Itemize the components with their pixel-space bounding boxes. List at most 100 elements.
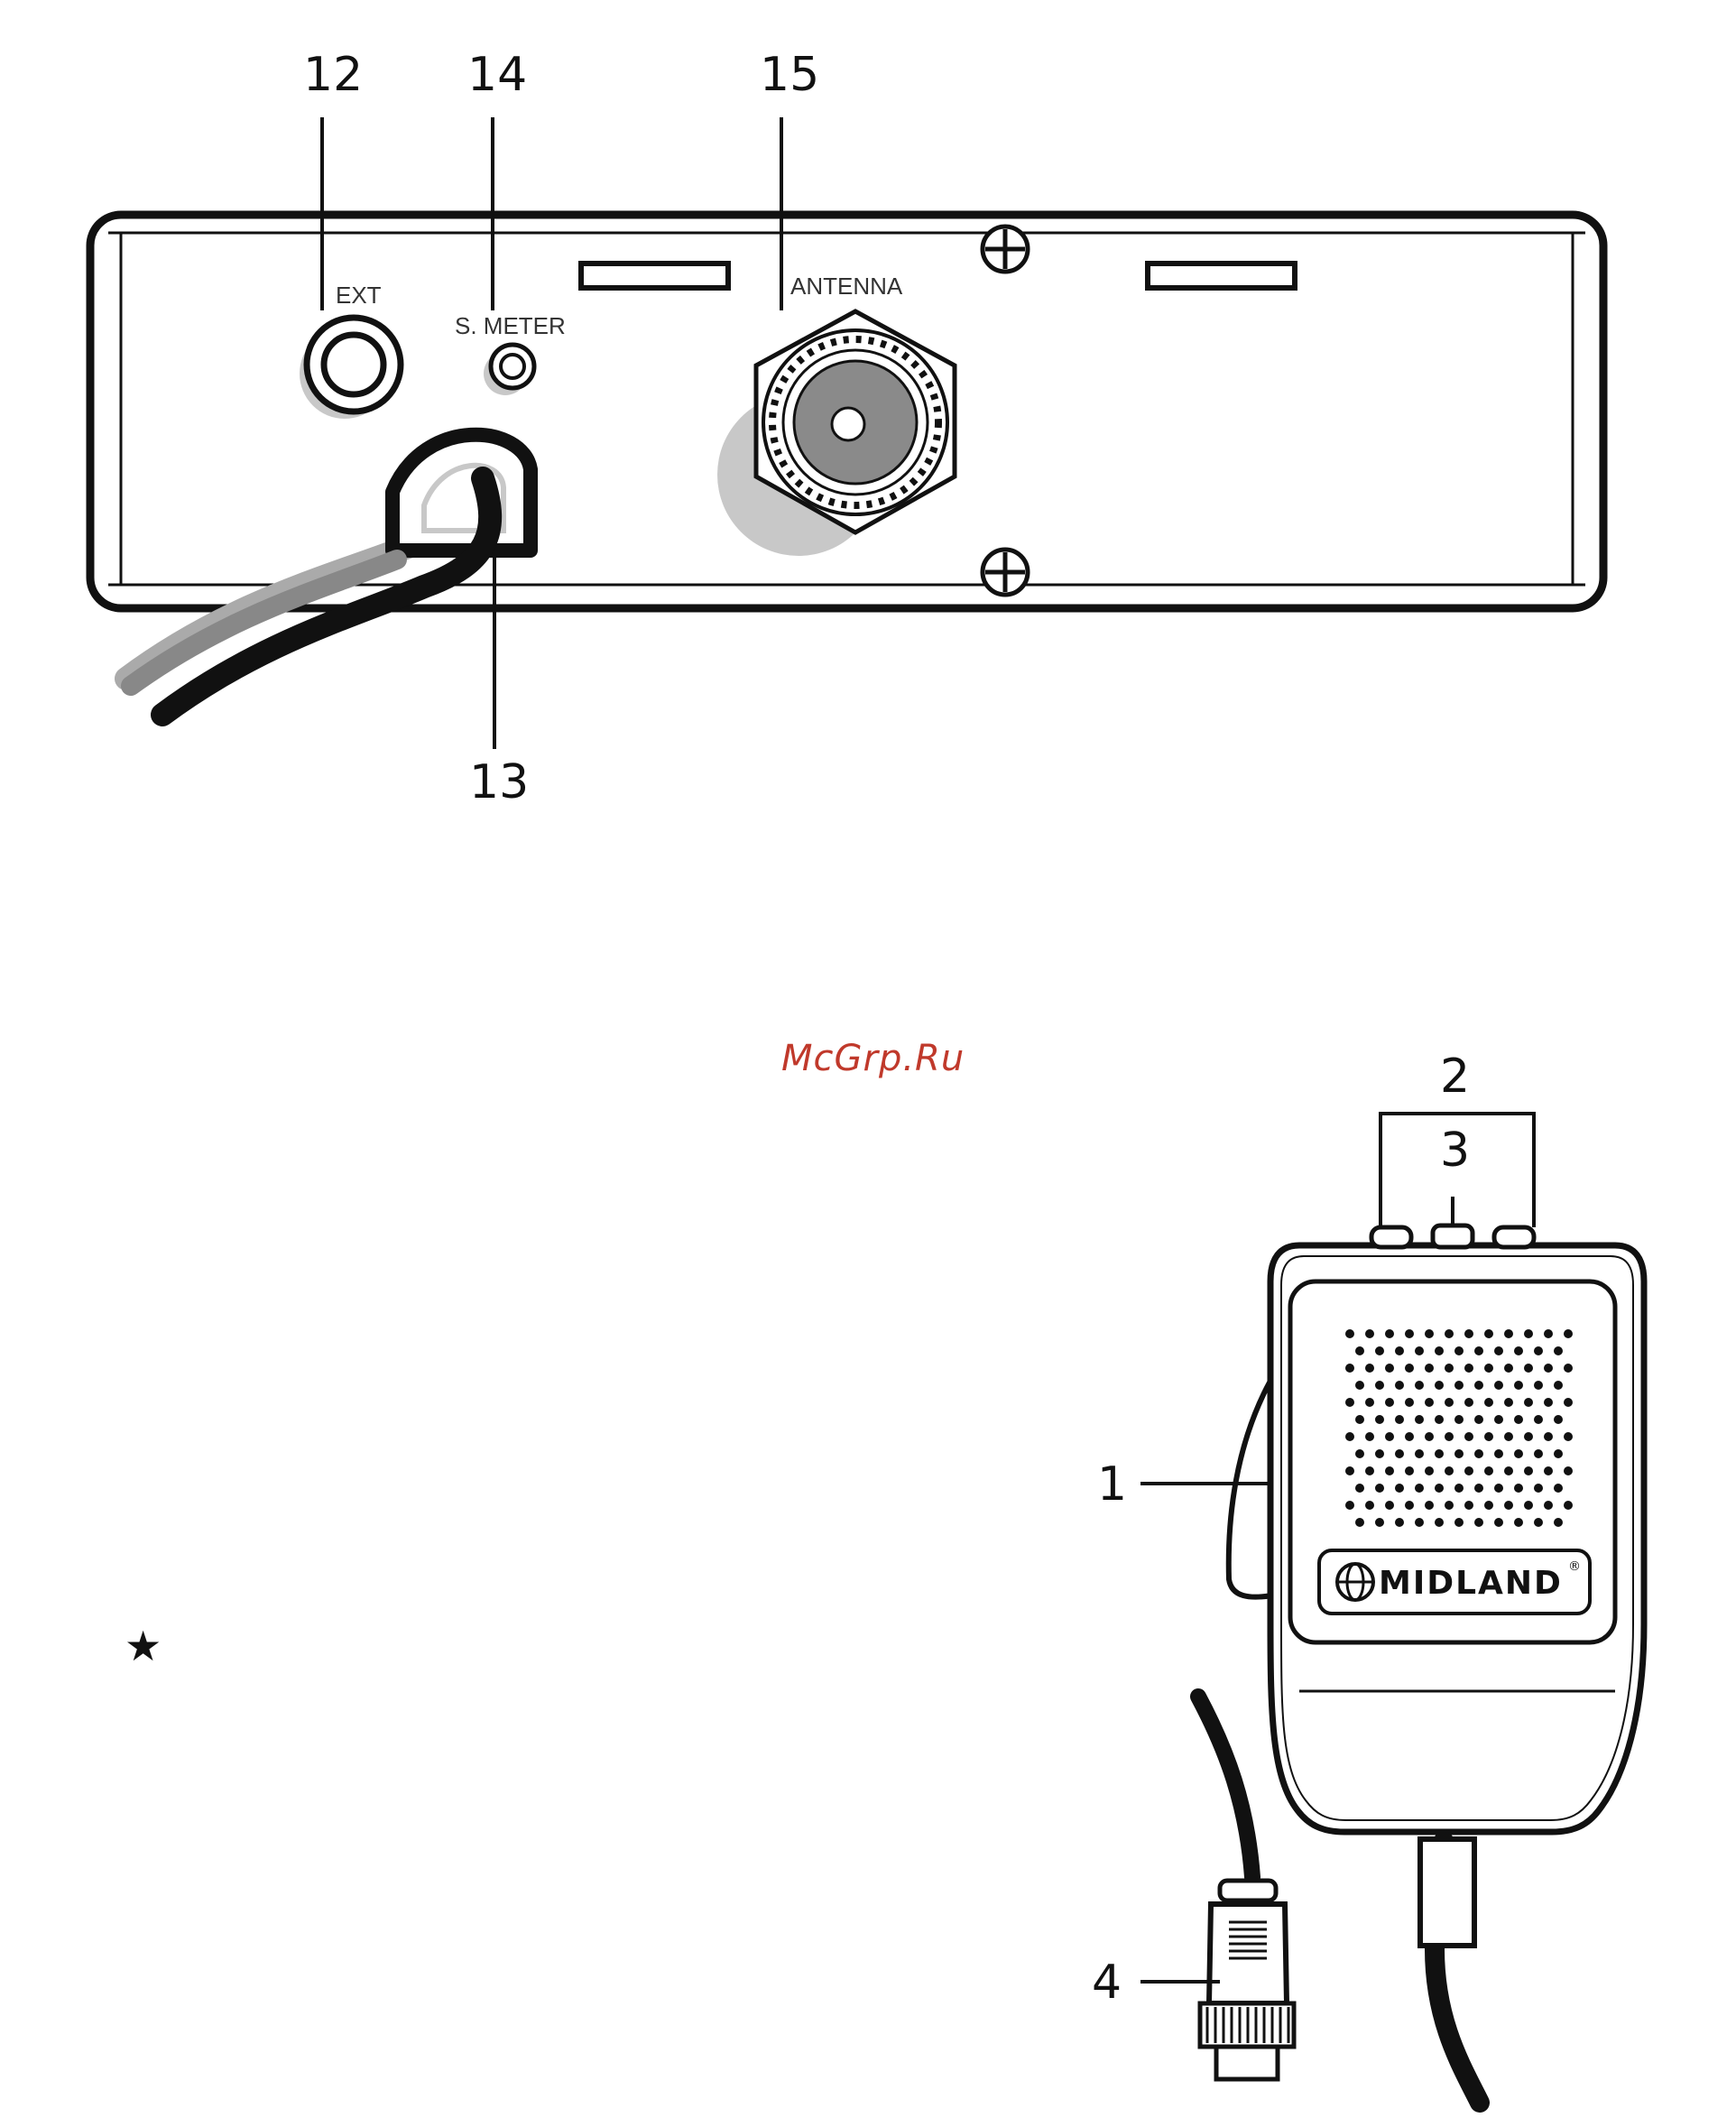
grille-hole [1524, 1466, 1533, 1475]
grille-hole [1425, 1466, 1434, 1475]
grille-hole [1464, 1466, 1473, 1475]
star-bullet-icon: ★ [125, 1622, 162, 1670]
grille-hole [1355, 1346, 1364, 1355]
grille-hole [1474, 1484, 1483, 1493]
grille-hole [1445, 1329, 1454, 1338]
grille-hole [1415, 1415, 1424, 1424]
grille-hole [1415, 1449, 1424, 1458]
mic-top-button-left [1371, 1227, 1411, 1247]
grille-hole [1464, 1364, 1473, 1373]
mic-registered-mark: ® [1568, 1559, 1581, 1574]
grille-hole [1474, 1346, 1483, 1355]
grille-hole [1554, 1346, 1563, 1355]
grille-hole [1405, 1364, 1414, 1373]
grille-hole [1474, 1449, 1483, 1458]
grille-hole [1365, 1329, 1374, 1338]
antenna-label: ANTENNA [790, 273, 903, 300]
grille-hole [1524, 1398, 1533, 1407]
grille-hole [1405, 1466, 1414, 1475]
grille-hole [1395, 1449, 1404, 1458]
grille-hole [1564, 1432, 1573, 1441]
grille-hole [1534, 1484, 1543, 1493]
grille-hole [1464, 1432, 1473, 1441]
grille-hole [1504, 1329, 1513, 1338]
grille-hole [1534, 1518, 1543, 1527]
grille-hole [1454, 1381, 1464, 1390]
grille-hole [1494, 1518, 1503, 1527]
grille-hole [1375, 1449, 1384, 1458]
grille-hole [1395, 1381, 1404, 1390]
grille-hole [1454, 1346, 1464, 1355]
grille-hole [1534, 1381, 1543, 1390]
grille-hole [1375, 1346, 1384, 1355]
grille-hole [1435, 1415, 1444, 1424]
callout-13: 13 [469, 755, 529, 809]
grille-hole [1405, 1329, 1414, 1338]
grille-hole [1524, 1432, 1533, 1441]
grille-hole [1415, 1484, 1424, 1493]
grille-hole [1445, 1364, 1454, 1373]
grille-hole [1385, 1501, 1394, 1510]
grille-hole [1345, 1329, 1354, 1338]
grille-hole [1524, 1364, 1533, 1373]
grille-hole [1554, 1415, 1563, 1424]
grille-hole [1554, 1381, 1563, 1390]
callout-1: 1 [1097, 1457, 1127, 1512]
grille-hole [1435, 1518, 1444, 1527]
grille-hole [1415, 1346, 1424, 1355]
grille-hole [1385, 1432, 1394, 1441]
grille-hole [1355, 1415, 1364, 1424]
grille-hole [1544, 1398, 1553, 1407]
callout-14: 14 [467, 48, 527, 102]
grille-hole [1564, 1329, 1573, 1338]
grille-hole [1484, 1364, 1493, 1373]
grille-hole [1554, 1484, 1563, 1493]
grille-hole [1395, 1415, 1404, 1424]
grille-hole [1494, 1484, 1503, 1493]
grille-hole [1395, 1346, 1404, 1355]
grille-hole [1385, 1466, 1394, 1475]
grille-hole [1534, 1449, 1543, 1458]
grille-hole [1524, 1329, 1533, 1338]
callout-15: 15 [760, 48, 819, 102]
grille-hole [1425, 1432, 1434, 1441]
grille-hole [1564, 1466, 1573, 1475]
ext-label: EXT [336, 282, 382, 309]
callout-2: 2 [1440, 1050, 1470, 1104]
grille-hole [1464, 1501, 1473, 1510]
grille-hole [1504, 1398, 1513, 1407]
grille-hole [1494, 1381, 1503, 1390]
grille-hole [1355, 1484, 1364, 1493]
vent-slot-right [1148, 264, 1295, 288]
grille-hole [1375, 1415, 1384, 1424]
grille-hole [1514, 1415, 1523, 1424]
grille-hole [1494, 1415, 1503, 1424]
grille-hole [1504, 1501, 1513, 1510]
grille-hole [1415, 1518, 1424, 1527]
grille-hole [1514, 1484, 1523, 1493]
grille-hole [1554, 1518, 1563, 1527]
grille-hole [1484, 1432, 1493, 1441]
grille-hole [1464, 1398, 1473, 1407]
grille-hole [1355, 1381, 1364, 1390]
grille-hole [1484, 1398, 1493, 1407]
grille-hole [1564, 1364, 1573, 1373]
grille-hole [1435, 1381, 1444, 1390]
grille-hole [1504, 1432, 1513, 1441]
grille-hole [1355, 1449, 1364, 1458]
grille-hole [1365, 1501, 1374, 1510]
grille-hole [1415, 1381, 1424, 1390]
mic-cable-strain-relief [1420, 1839, 1474, 1946]
grille-hole [1514, 1381, 1523, 1390]
grille-hole [1405, 1432, 1414, 1441]
grille-hole [1544, 1329, 1553, 1338]
grille-hole [1494, 1449, 1503, 1458]
grille-hole [1534, 1346, 1543, 1355]
watermark-text: McGrp.Ru [781, 1038, 965, 1079]
callout-3: 3 [1440, 1124, 1470, 1178]
grille-hole [1454, 1518, 1464, 1527]
grille-hole [1365, 1466, 1374, 1475]
grille-hole [1395, 1484, 1404, 1493]
grille-hole [1345, 1501, 1354, 1510]
grille-hole [1365, 1432, 1374, 1441]
